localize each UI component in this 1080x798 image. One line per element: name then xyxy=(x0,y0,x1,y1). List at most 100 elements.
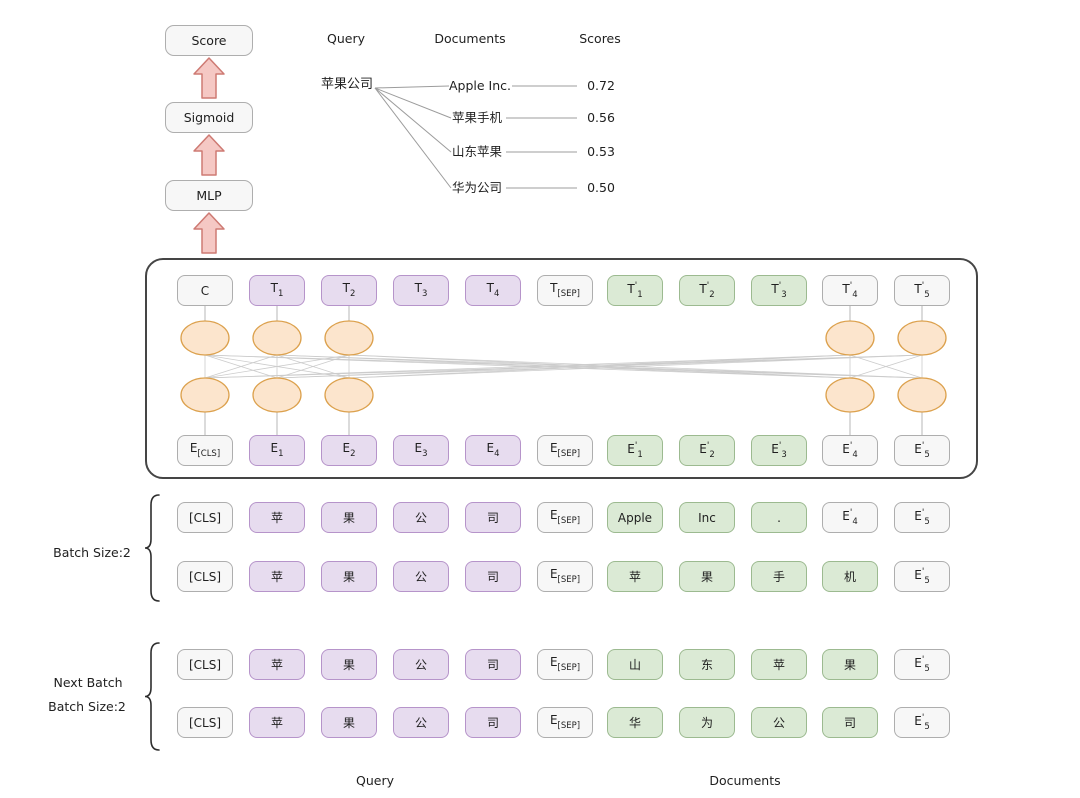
token-label: 果 xyxy=(843,657,856,672)
query-doc-line xyxy=(374,87,452,189)
batch1-token: E[SEP] xyxy=(537,561,593,592)
batch2-token: 公 xyxy=(751,707,807,738)
score-value: 0.53 xyxy=(587,144,615,159)
document-label: 苹果手机 xyxy=(451,110,503,125)
token-label: 果 xyxy=(342,657,355,672)
encoder-embedding-token: E3 xyxy=(393,435,449,466)
batch2-token: E'5 xyxy=(894,649,950,680)
prime-mark: ' xyxy=(706,440,710,451)
prime-mark: ' xyxy=(849,440,853,451)
pipeline-box-sigmoid: Sigmoid xyxy=(165,102,253,133)
token-label: E[CLS] xyxy=(189,441,221,460)
hidden-unit-ellipse xyxy=(252,320,302,356)
attention-line xyxy=(276,354,923,379)
query-doc-line xyxy=(374,87,452,153)
encoder-output-token: T'3 xyxy=(751,275,807,306)
batch1-token: Apple xyxy=(607,502,663,533)
encoder-output-token: T[SEP] xyxy=(537,275,593,306)
batch2-token: 司 xyxy=(465,649,521,680)
token-label: E[SEP] xyxy=(549,567,581,586)
encoder-embedding-token: E'5 xyxy=(894,435,950,466)
encoder-output-token: T'1 xyxy=(607,275,663,306)
token-label: 果 xyxy=(342,569,355,584)
subscript: 1 xyxy=(637,289,643,300)
token-label: [CLS] xyxy=(188,569,222,584)
token-label: T'5 xyxy=(914,280,930,300)
token-label: E'3 xyxy=(771,440,787,460)
batch-brace xyxy=(144,494,160,602)
token-label: C xyxy=(200,283,210,298)
batch2-token: 山 xyxy=(607,649,663,680)
prime-mark: ' xyxy=(921,654,925,665)
token-label: E[SEP] xyxy=(549,508,581,527)
token-label: 果 xyxy=(700,569,713,584)
prime-mark: ' xyxy=(849,280,853,291)
batch1-token: [CLS] xyxy=(177,502,233,533)
hidden-unit-ellipse xyxy=(825,377,875,413)
token-label: E'1 xyxy=(627,440,643,460)
ranking-header-scores: Scores xyxy=(579,31,621,46)
subscript: [SEP] xyxy=(557,575,581,586)
subscript: 4 xyxy=(493,289,500,300)
token-label: E'5 xyxy=(914,440,930,460)
token-label: [CLS] xyxy=(188,715,222,730)
ranking-header-documents: Documents xyxy=(434,31,506,46)
token-label: 苹 xyxy=(628,569,641,584)
token-label: E[SEP] xyxy=(549,655,581,674)
subscript: 2 xyxy=(709,289,715,300)
attention-line xyxy=(276,354,350,379)
token-label: 果 xyxy=(342,510,355,525)
encoder-embedding-token: E'2 xyxy=(679,435,735,466)
encoder-output-token: T4 xyxy=(465,275,521,306)
subscript: 1 xyxy=(278,449,284,460)
batch2-token: E[SEP] xyxy=(537,649,593,680)
batch1-token: 果 xyxy=(321,561,377,592)
token-label: [CLS] xyxy=(188,510,222,525)
hidden-unit-ellipse xyxy=(897,320,947,356)
batch1-token: . xyxy=(751,502,807,533)
batch1-label: Batch Size:2 xyxy=(53,545,131,560)
batch2-token: 果 xyxy=(321,707,377,738)
batch2-token: E'5 xyxy=(894,707,950,738)
batch2-token: 苹 xyxy=(751,649,807,680)
batch1-token: E'5 xyxy=(894,561,950,592)
batch1-token: 苹 xyxy=(249,561,305,592)
token-label: 司 xyxy=(486,569,499,584)
encoder-embedding-token: E'4 xyxy=(822,435,878,466)
ranking-query-text: 苹果公司 xyxy=(320,77,374,92)
subscript: 4 xyxy=(852,289,858,300)
prime-mark: ' xyxy=(778,440,782,451)
batch2-token: 司 xyxy=(822,707,878,738)
batch1-token: E'4 xyxy=(822,502,878,533)
token-label: [CLS] xyxy=(188,657,222,672)
subscript: 1 xyxy=(277,289,284,300)
batch1-token: E[SEP] xyxy=(537,502,593,533)
token-label: T3 xyxy=(414,281,428,300)
token-label: Apple xyxy=(617,510,653,525)
encoder-output-token: T'4 xyxy=(822,275,878,306)
token-label: E'5 xyxy=(914,712,930,732)
token-label: T2 xyxy=(342,281,356,300)
hidden-unit-ellipse xyxy=(180,377,230,413)
batch1-token: 公 xyxy=(393,502,449,533)
up-arrow-icon xyxy=(193,57,225,99)
encoder-embedding-token: E1 xyxy=(249,435,305,466)
hidden-unit-ellipse xyxy=(180,320,230,356)
token-label: 苹 xyxy=(270,569,283,584)
token-label: 公 xyxy=(772,715,785,730)
token-label: E2 xyxy=(342,441,356,460)
subscript: 3 xyxy=(421,289,428,300)
pipeline-box-mlp: MLP xyxy=(165,180,253,211)
subscript: 2 xyxy=(349,289,356,300)
subscript: [SEP] xyxy=(557,663,581,674)
token-label: 华 xyxy=(628,715,641,730)
batch2-token: 东 xyxy=(679,649,735,680)
subscript: 5 xyxy=(924,663,930,674)
subscript: 5 xyxy=(924,449,930,460)
batch2-token: 苹 xyxy=(249,649,305,680)
token-label: 司 xyxy=(486,510,499,525)
token-label: E'2 xyxy=(699,440,715,460)
batch2-label-line1: Next Batch xyxy=(53,675,123,690)
batch1-token: 公 xyxy=(393,561,449,592)
